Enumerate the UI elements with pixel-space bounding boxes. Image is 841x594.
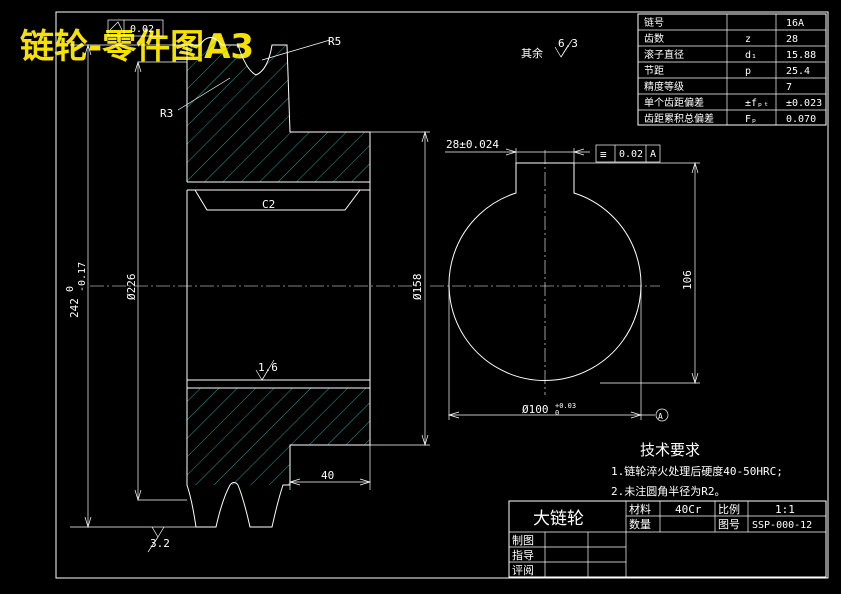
hub-length-40: 40 [321, 469, 334, 482]
end-bore-tolerance-lower: 0 [555, 409, 559, 417]
param-value: 15.88 [786, 50, 816, 61]
drawing-no-label: 图号 [718, 518, 740, 531]
symmetry-value: 0.02 [619, 149, 643, 160]
keyway-width: 28±0.024 [446, 138, 499, 151]
chamfer-label: C2 [262, 198, 275, 211]
radius-r3: R3 [160, 107, 173, 120]
tech-requirements: 技术要求 1.链轮淬火处理后硬度40-50HRC; 2.未注圆角半径为R2。 [611, 441, 783, 498]
roughness-bottom: 3.2 [150, 537, 170, 550]
param-symbol: p [745, 66, 751, 77]
param-symbol: z [745, 34, 751, 45]
param-value: 16A [786, 18, 804, 29]
param-value: 7 [786, 82, 792, 93]
symmetry-symbol: ≡ [600, 148, 607, 161]
svg-text:其余: 其余 [521, 46, 543, 60]
param-name: 链号 [644, 16, 664, 29]
material-value: 40Cr [675, 503, 702, 516]
material-label: 材料 [629, 502, 651, 516]
end-view: 28±0.024 ≡ 0.02 A 106 Ø100 +0.03 0 A [430, 138, 700, 422]
param-name: 齿数 [644, 32, 664, 45]
param-value: 28 [786, 34, 798, 45]
scale-value: 1:1 [775, 503, 795, 516]
overall-dim-nominal: 242 [68, 298, 81, 318]
bore-diameter-226: Ø226 [125, 274, 138, 301]
param-value: 25.4 [786, 66, 810, 77]
title-block: 大链轮 材料 40Cr 比例 1:1 数量 图号 SSP-000-12 制图 指… [508, 500, 827, 578]
approved-by-label: 评阅 [512, 564, 534, 577]
tech-requirements-title: 技术要求 [640, 441, 700, 459]
drawing-no-value: SSP-000-12 [752, 520, 812, 531]
drawn-by-label: 制图 [512, 534, 534, 547]
top-tolerance-frame: 0.02 [107, 19, 164, 37]
radius-r5: R5 [328, 35, 341, 48]
key-depth: 106 [681, 270, 694, 290]
roughness-inner: 1.6 [258, 361, 278, 374]
param-symbol: ±fₚₜ [745, 98, 769, 109]
tech-req-2: 2.未注圆角半径为R2。 [611, 484, 726, 498]
top-tolerance-value: 0.02 [130, 24, 154, 35]
tech-req-1: 1.链轮淬火处理后硬度40-50HRC; [611, 464, 783, 478]
param-value: ±0.023 [786, 98, 822, 109]
drawing-frame [55, 11, 829, 579]
param-symbol: d₁ [745, 50, 757, 61]
reviewed-by-label: 指导 [512, 548, 534, 562]
param-name: 精度等级 [644, 80, 684, 93]
datum-marker: A [658, 412, 663, 421]
surface-finish-rest: 其余 6.3 [521, 37, 578, 60]
scale-label: 比例 [718, 502, 740, 516]
overall-dim-lower: -0.17 [77, 262, 88, 292]
param-name: 齿距累积总偏差 [644, 112, 714, 125]
overall-dim-upper: 0 [65, 286, 76, 292]
hub-diameter-158: Ø158 [411, 274, 424, 301]
symmetry-datum: A [650, 149, 656, 160]
svg-text:6.3: 6.3 [558, 37, 578, 50]
param-name: 单个齿距偏差 [644, 96, 704, 109]
end-bore-diameter: Ø100 [522, 403, 549, 416]
param-value: 0.070 [786, 114, 816, 125]
end-bore-tolerance: +0.03 [555, 402, 576, 410]
param-name: 节距 [644, 65, 664, 77]
param-name: 滚子直径 [644, 48, 684, 61]
quantity-label: 数量 [629, 518, 651, 531]
parameter-table: 链号 16A 齿数 z 28 滚子直径 d₁ 15.88 节距 p 25.4 精度等级 7 单个齿距偏差 ±… [637, 13, 827, 126]
param-symbol: Fₚ [745, 114, 757, 125]
part-name: 大链轮 [533, 509, 584, 529]
section-view: C2 R5 R3 242 0 -0.17 Ø226 Ø1 [65, 35, 430, 553]
